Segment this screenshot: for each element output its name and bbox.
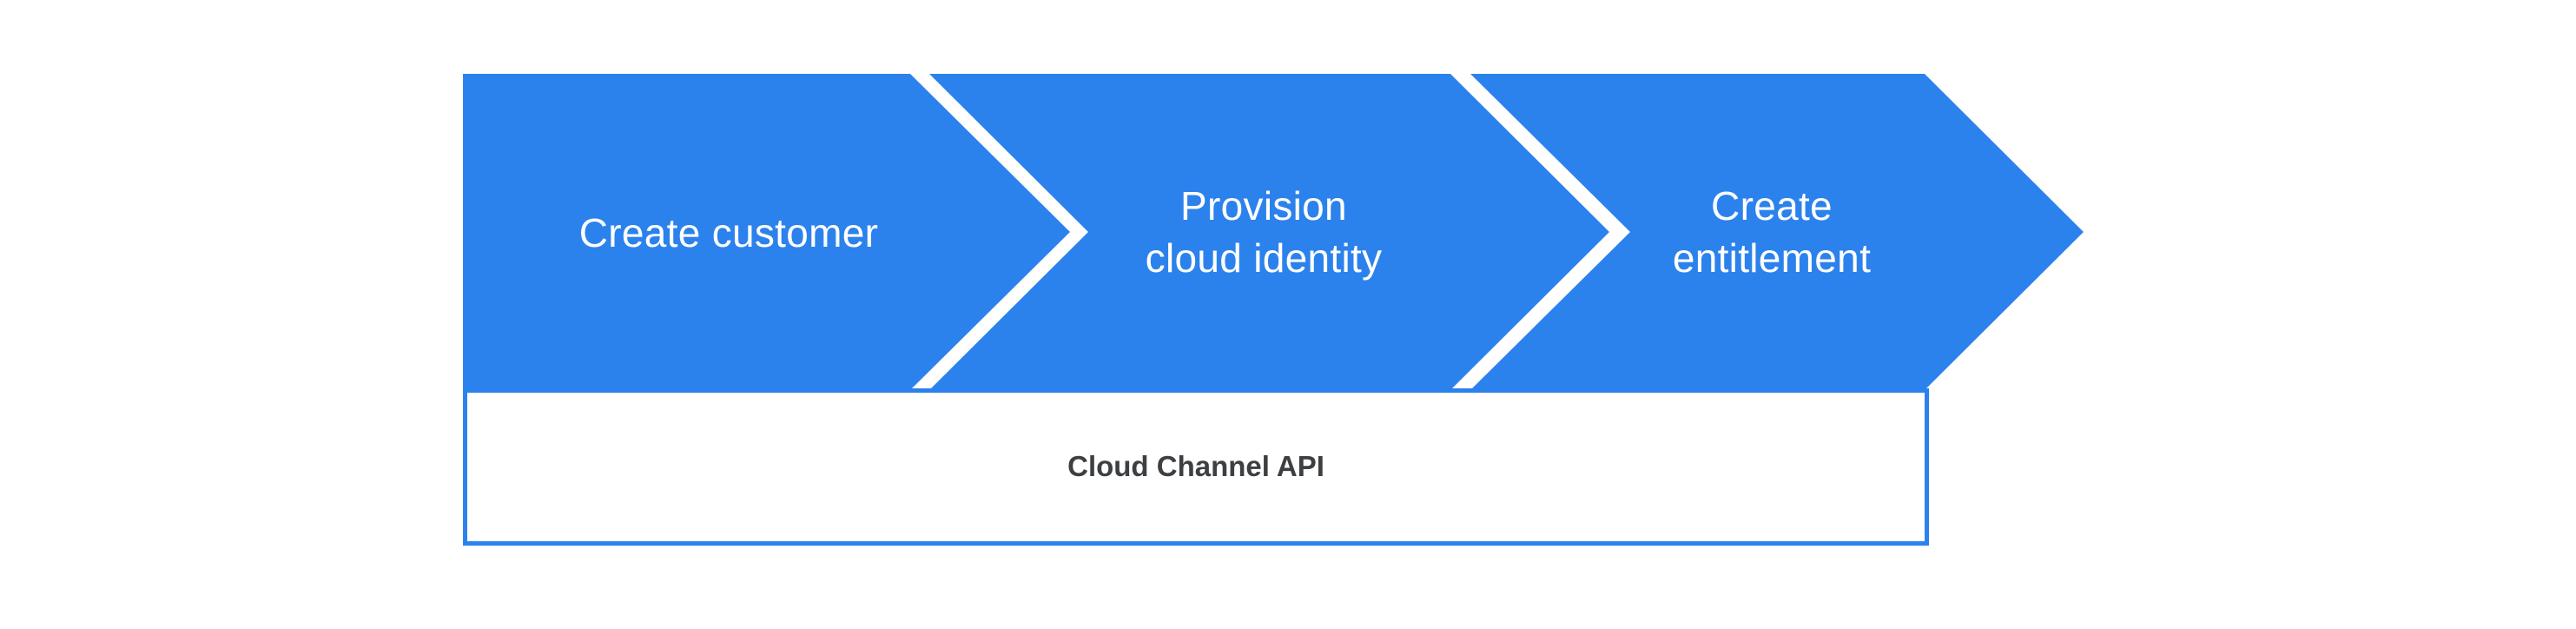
api-box-label: Cloud Channel API — [1067, 450, 1324, 482]
api-box-shape — [463, 388, 1929, 546]
step-label-provision-cloud-identity: Provision cloud identity — [1145, 183, 1383, 281]
chevron-create-customer-shape — [463, 74, 1070, 390]
step-label-create-entitlement: Create entitlement — [1672, 183, 1872, 281]
chevron-provision-cloud-identity-shape — [929, 74, 1609, 390]
chevron-create-entitlement-shape — [1470, 74, 2084, 390]
step-label-create-customer: Create customer — [578, 210, 879, 255]
